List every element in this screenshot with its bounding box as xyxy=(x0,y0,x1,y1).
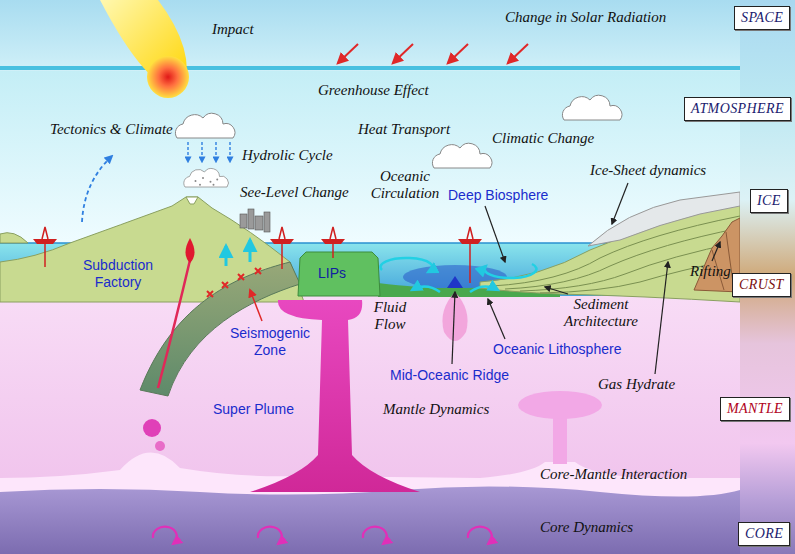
feature-label: Deep Biosphere xyxy=(448,187,548,204)
feature-label: Super Plume xyxy=(213,401,294,418)
volcano-smoke xyxy=(184,168,229,187)
magma-chamber xyxy=(186,238,195,263)
atmosphere-boundary xyxy=(0,66,740,70)
layer-name: CORE xyxy=(745,526,783,542)
uplift-arrows xyxy=(226,240,250,266)
mantle-plume-head xyxy=(518,391,602,419)
layer-name: CRUST xyxy=(739,277,784,293)
process-label: Core Dynamics xyxy=(540,519,633,536)
layer-box: SPACE xyxy=(734,6,790,30)
layer-name: SPACE xyxy=(741,10,783,26)
layer-name: ATMOSPHERE xyxy=(691,101,784,117)
city-buildings xyxy=(240,209,270,232)
melt-blob xyxy=(155,441,165,451)
process-label: Heat Transport xyxy=(358,121,450,138)
circulation-arrows xyxy=(380,258,536,292)
drill-ship xyxy=(458,227,482,283)
feature-label: Seismogenic Zone xyxy=(226,325,314,359)
leader-lines xyxy=(452,183,720,374)
ridge-symbol xyxy=(447,276,463,288)
seismogenic-marks xyxy=(207,268,261,297)
feature-label: Oceanic Lithosphere xyxy=(493,341,621,358)
cloud xyxy=(175,113,234,138)
feature-label: Mid-Oceanic Ridge xyxy=(390,367,509,384)
layer-name: ICE xyxy=(757,193,781,209)
layer-box: MANTLE xyxy=(720,397,790,421)
tectonics-arrow xyxy=(82,156,112,222)
lips-plateau xyxy=(298,252,380,296)
rift-faults xyxy=(712,232,734,290)
process-label: Fluid Flow xyxy=(368,299,412,333)
process-label: Climatic Change xyxy=(492,130,594,147)
solar-arrows xyxy=(338,44,528,63)
process-label: Rifting xyxy=(690,263,731,280)
process-label: Core-Mantle Interaction xyxy=(540,466,687,483)
layer-box: CORE xyxy=(738,522,790,546)
layer-box: ICE xyxy=(750,189,788,213)
process-label: Hydrolic Cycle xyxy=(242,147,333,164)
layer-box: CRUST xyxy=(732,273,791,297)
process-label: See-Level Change xyxy=(240,184,349,201)
feature-label: Subduction Factory xyxy=(78,257,158,291)
island xyxy=(0,233,28,243)
feature-label: LIPs xyxy=(318,265,346,282)
process-label: Greenhouse Effect xyxy=(318,82,429,99)
layer-name: MANTLE xyxy=(727,401,783,417)
cloud xyxy=(562,95,621,120)
process-label: Tectonics & Climate xyxy=(50,121,173,138)
process-label: Change in Solar Radiation xyxy=(505,9,666,26)
rain-arrows xyxy=(188,142,230,162)
ice-sheet xyxy=(588,192,740,246)
cloud xyxy=(432,143,491,168)
core-convection-arrows xyxy=(153,527,492,544)
event-label: Impact xyxy=(212,21,254,38)
drill-ship xyxy=(33,227,57,267)
process-label: Gas Hydrate xyxy=(598,376,675,393)
layer-box: ATMOSPHERE xyxy=(684,97,791,121)
process-label: Ice-Sheet dynamics xyxy=(590,162,706,179)
drill-ship xyxy=(270,227,294,269)
seismogenic-leader xyxy=(250,290,262,321)
core-band xyxy=(0,486,740,554)
mantle-band xyxy=(0,296,740,500)
process-label: Sediment Architecture xyxy=(555,296,647,330)
magma-conduit xyxy=(158,260,190,388)
process-label: Oceanic Circulation xyxy=(366,168,444,202)
melt-blob xyxy=(143,419,161,437)
volcano-crater xyxy=(186,197,198,204)
continent-right xyxy=(480,204,740,302)
drill-ship xyxy=(321,227,345,258)
process-label: Mantle Dynamics xyxy=(383,401,489,418)
impact-body xyxy=(147,56,189,98)
